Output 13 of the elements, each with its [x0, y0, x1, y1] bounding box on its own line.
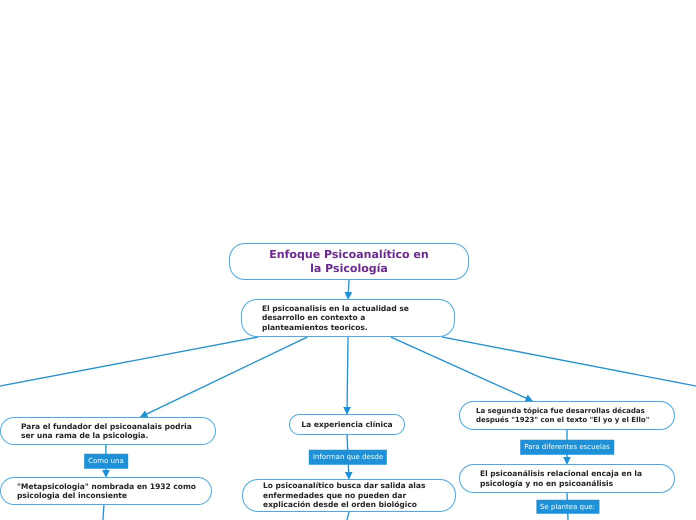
- rounded-box: [229, 243, 469, 280]
- node-text: Enfoque Psicoanalítico en la Psicología: [268, 248, 430, 276]
- rounded-box: [241, 299, 455, 337]
- rounded-box: [0, 477, 212, 505]
- connector-arrow: [390, 336, 534, 402]
- rounded-box: [289, 414, 405, 435]
- rounded-box: [0, 417, 216, 445]
- rounded-box: [459, 464, 675, 493]
- rounded-box: [242, 479, 456, 512]
- connector-arrow: [140, 336, 308, 418]
- rounded-box: [459, 401, 675, 430]
- connector-arrow: [343, 337, 351, 415]
- connector-arrow: [344, 280, 352, 300]
